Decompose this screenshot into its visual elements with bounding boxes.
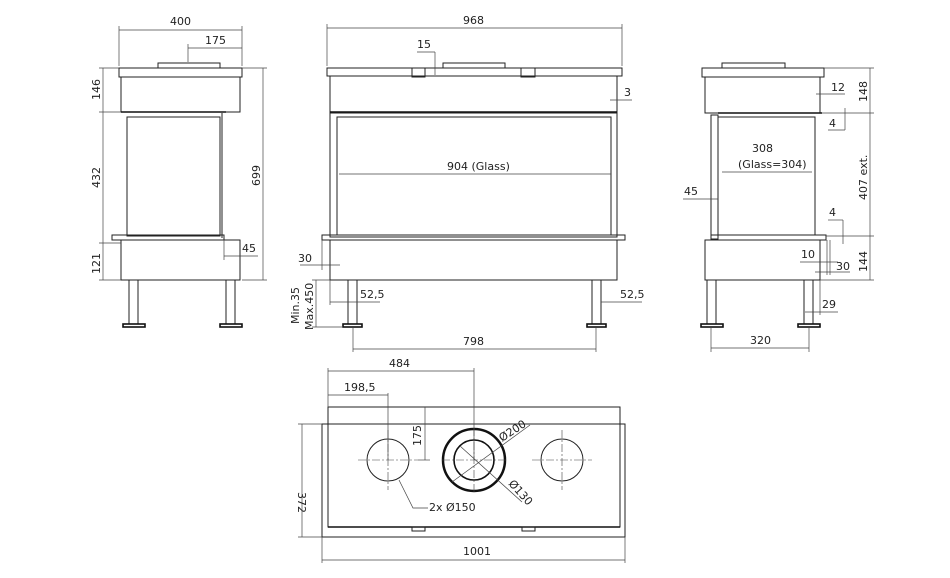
- dim-left-side: 45: [242, 242, 256, 255]
- dim-front-leg-right: 52,5: [620, 288, 645, 301]
- dim-right-glass-depth: 308: [752, 142, 773, 155]
- front-view: 968 15 3 904 (Glass) 30 52,5 52,5 Min.35…: [289, 14, 645, 352]
- dim-left-base-height: 121: [90, 253, 103, 274]
- dim-front-cap: 15: [417, 38, 431, 51]
- dim-plan-inner-diameter: Ø130: [506, 477, 536, 508]
- dim-left-width: 400: [170, 15, 191, 28]
- dim-front-ledge: 30: [298, 252, 312, 265]
- dim-left-total-height: 699: [250, 165, 263, 186]
- dim-plan-flue-pos: 484: [389, 357, 410, 370]
- dim-right-side: 45: [684, 185, 698, 198]
- dim-plan-depth: 372: [295, 492, 308, 513]
- dim-right-ten: 10: [801, 248, 815, 261]
- dim-front-glass-width: 904 (Glass): [447, 160, 510, 173]
- dim-right-height-ext: 407 ext.: [857, 155, 870, 200]
- dim-left-top-height: 146: [90, 79, 103, 100]
- dim-front-width: 968: [463, 14, 484, 27]
- dim-right-base: 144: [857, 251, 870, 272]
- dim-front-leg-spacing: 798: [463, 335, 484, 348]
- dim-plan-outer-diameter: Ø200: [497, 417, 529, 444]
- dim-front-gap: 3: [624, 86, 631, 99]
- dim-right-glass-note: (Glass=304): [738, 158, 807, 171]
- dim-front-leg-min: Min.35: [289, 287, 302, 324]
- dim-right-thirty: 30: [836, 260, 850, 273]
- dim-front-leg-left: 52,5: [360, 288, 385, 301]
- dim-plan-hole-depth: 175: [411, 425, 424, 446]
- plan-view: Ø200 Ø130 2x Ø150 484 198,5 175 372 1001: [295, 357, 626, 563]
- left-side-view: 400 175 146 432 121 699 45: [90, 15, 267, 328]
- dim-right-inset-top: 12: [831, 81, 845, 94]
- dim-plan-holes: 2x Ø150: [429, 501, 476, 514]
- dim-right-leg-offset: 29: [822, 298, 836, 311]
- dim-right-leg-spacing: 320: [750, 334, 771, 347]
- right-hole: [540, 438, 584, 482]
- dim-right-four-top: 4: [829, 117, 836, 130]
- dim-plan-hole-pos: 198,5: [344, 381, 376, 394]
- dim-right-top: 148: [857, 81, 870, 102]
- dim-plan-width: 1001: [463, 545, 491, 558]
- dim-left-offset: 175: [205, 34, 226, 47]
- right-side-view: 148 407 ext. 144 12 4 308 (Glass=304) 45…: [683, 62, 874, 352]
- dim-left-glass-height: 432: [90, 167, 103, 188]
- dim-front-leg-max: Max.450: [303, 283, 316, 330]
- dim-right-four-bottom: 4: [829, 206, 836, 219]
